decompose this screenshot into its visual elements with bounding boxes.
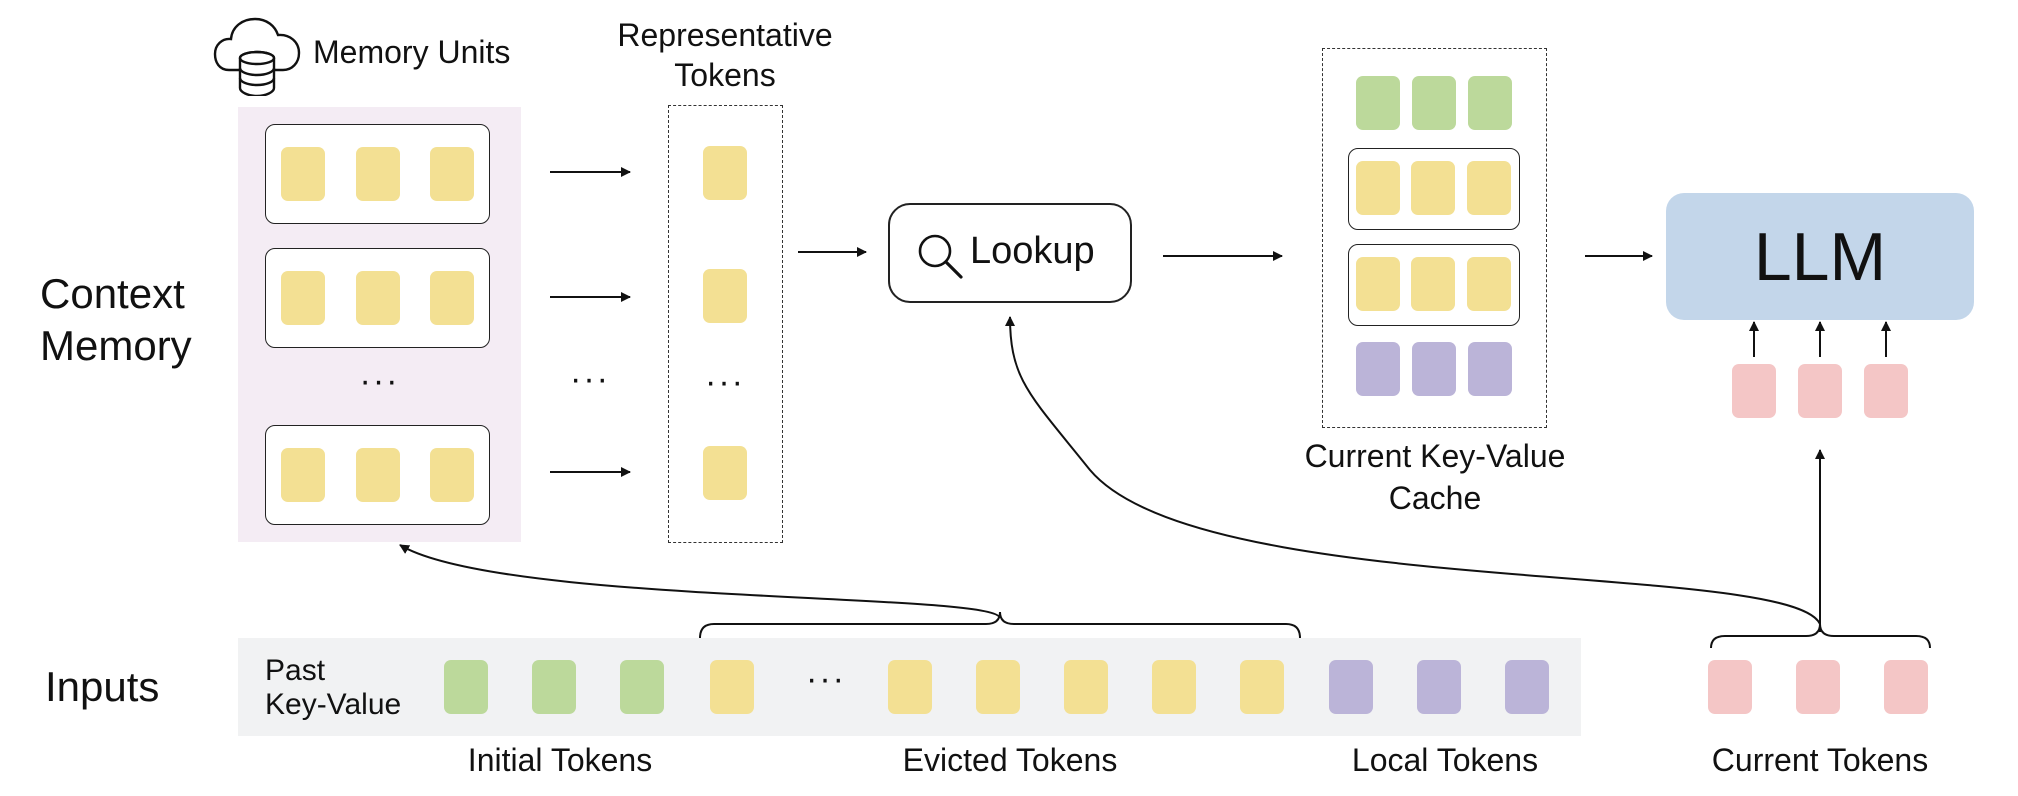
evicted-token (710, 660, 754, 714)
representative-title-line2: Tokens (674, 57, 776, 93)
kv-cache-label-line1: Current Key-Value (1304, 438, 1566, 474)
past-key-value-bar: Past Key-Value ··· (238, 638, 1581, 736)
lookup-label: Lookup (970, 230, 1095, 272)
evicted-token (1411, 161, 1455, 215)
evicted-token (1467, 161, 1511, 215)
current-token (1732, 364, 1776, 418)
current-token (1708, 660, 1752, 714)
cloud-database-icon (213, 14, 303, 101)
initial-token (1468, 76, 1512, 130)
initial-tokens-label: Initial Tokens (467, 742, 653, 778)
current-token (1796, 660, 1840, 714)
evicted-token (356, 147, 400, 201)
current-tokens-label: Current Tokens (1711, 742, 1929, 778)
inputs-label: Inputs (45, 663, 160, 710)
curve-evicted-to-memory (399, 544, 1001, 619)
evicted-token (1411, 257, 1455, 311)
evicted-token (281, 147, 325, 201)
current-token (1884, 660, 1928, 714)
memory-unit (265, 425, 490, 525)
evicted-token (1467, 257, 1511, 311)
context-memory-panel: ··· (238, 107, 521, 542)
current-token (1864, 364, 1908, 418)
initial-token (1412, 76, 1456, 130)
past-key-value-label-line2: Key-Value (265, 688, 402, 721)
evicted-token (281, 271, 325, 325)
kv-cache-box (1322, 48, 1547, 428)
past-key-value-label: Past Key-Value (265, 654, 401, 722)
evicted-token (430, 271, 474, 325)
local-token (1417, 660, 1461, 714)
initial-token (620, 660, 664, 714)
representative-token (703, 446, 747, 500)
kv-cache-label: Current Key-Value Cache (1240, 435, 1630, 519)
retrieved-memory-unit (1348, 244, 1520, 326)
brace-current-tokens (1710, 623, 1931, 649)
llm-box: LLM (1666, 193, 1974, 320)
evicted-token (356, 271, 400, 325)
retrieved-memory-unit (1348, 148, 1520, 230)
context-memory-label-line1: Context (40, 270, 185, 317)
past-key-value-label-line1: Past (265, 654, 326, 687)
evicted-token (430, 448, 474, 502)
representative-ellipsis: ··· (705, 363, 745, 401)
inputs-ellipsis: ··· (806, 660, 846, 698)
initial-token (1356, 76, 1400, 130)
memory-units-title: Memory Units (313, 34, 511, 70)
memory-unit (265, 248, 490, 348)
evicted-token (281, 448, 325, 502)
representative-tokens-title: Representative Tokens (595, 15, 855, 95)
representative-tokens-box: ··· (668, 105, 783, 543)
evicted-token (1240, 660, 1284, 714)
evicted-token (1356, 257, 1400, 311)
local-token (1329, 660, 1373, 714)
curve-current-to-lookup (1005, 316, 1821, 625)
evicted-token (976, 660, 1020, 714)
representative-token (703, 146, 747, 200)
context-memory-label: Context Memory (40, 268, 192, 372)
evicted-token (1356, 161, 1400, 215)
brace-evicted-tokens (699, 611, 1301, 639)
llm-label: LLM (1753, 219, 1887, 295)
evicted-token (888, 660, 932, 714)
current-token (1798, 364, 1842, 418)
representative-token (703, 269, 747, 323)
memory-unit (265, 124, 490, 224)
kv-cache-label-line2: Cache (1388, 480, 1482, 516)
evicted-token (430, 147, 474, 201)
evicted-token (1152, 660, 1196, 714)
local-token (1412, 342, 1456, 396)
lookup-box: Lookup (888, 203, 1132, 303)
evicted-token (356, 448, 400, 502)
arrows-ellipsis: ··· (570, 360, 610, 398)
local-token (1505, 660, 1549, 714)
evicted-tokens-label: Evicted Tokens (902, 742, 1118, 778)
local-tokens-label: Local Tokens (1351, 742, 1539, 778)
initial-token (444, 660, 488, 714)
local-token (1468, 342, 1512, 396)
initial-token (532, 660, 576, 714)
memory-ellipsis: ··· (359, 362, 400, 400)
context-memory-label-line2: Memory (40, 322, 192, 369)
representative-title-line1: Representative (617, 17, 833, 53)
evicted-token (1064, 660, 1108, 714)
local-token (1356, 342, 1400, 396)
search-icon (916, 232, 964, 285)
